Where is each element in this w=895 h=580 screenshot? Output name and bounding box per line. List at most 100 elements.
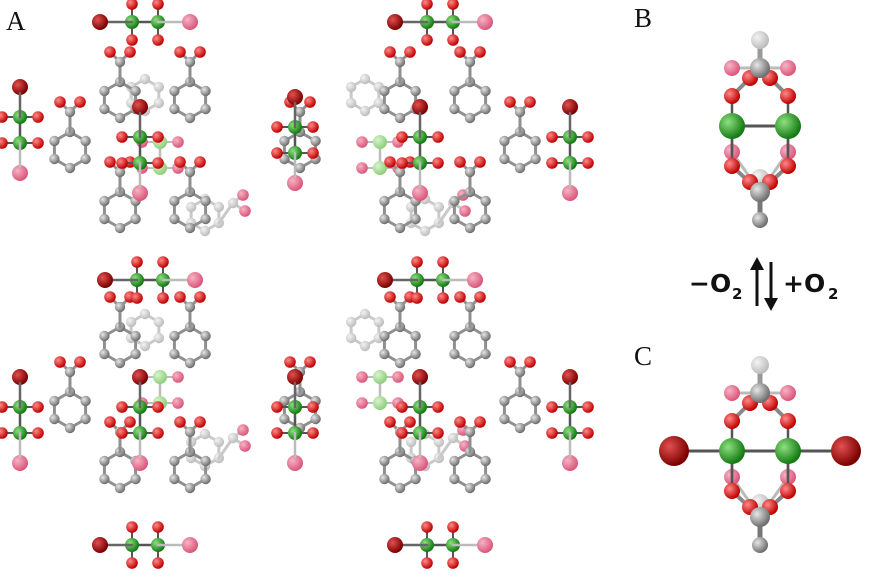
metal-atom xyxy=(775,113,801,139)
panel-label-c: C xyxy=(634,341,652,371)
oxygen-atom xyxy=(504,96,516,108)
panel-label-b: B xyxy=(634,3,652,33)
oxygen-atom xyxy=(194,291,206,303)
oxygen-atom-back xyxy=(780,60,796,76)
oxygen-atom xyxy=(116,131,128,143)
carbon-atom xyxy=(184,56,196,68)
carbon-atom xyxy=(410,473,421,485)
oxygen-atom xyxy=(404,46,416,58)
carbon-atom-back xyxy=(139,340,151,352)
carbon-atom xyxy=(184,112,196,124)
carbon-atom xyxy=(169,103,180,115)
carbon-atom-back xyxy=(153,81,165,93)
oxygen-atom xyxy=(32,427,44,439)
carbon-atom xyxy=(200,348,211,360)
carbon-atom xyxy=(499,413,510,425)
dioxygen-atom xyxy=(387,537,403,553)
metal-atom-back xyxy=(373,396,387,410)
dioxygen-atom xyxy=(132,99,148,115)
carbon-atom xyxy=(200,473,211,485)
dioxygen-atom xyxy=(659,436,689,466)
oxygen-atom-back xyxy=(12,165,28,181)
carbon-atom xyxy=(130,213,141,225)
carbon-atom-back xyxy=(125,316,137,328)
carbon-atom xyxy=(114,166,126,178)
carbon-atom xyxy=(480,195,491,207)
carbon-atom xyxy=(80,153,91,165)
oxygen-atom xyxy=(307,121,319,133)
oxygen-atom xyxy=(104,46,116,58)
oxygen-atom xyxy=(474,156,486,168)
oxygen-atom-back xyxy=(172,397,184,409)
carbon-atom-back xyxy=(185,201,197,213)
oxygen-atom xyxy=(447,0,459,10)
oxygen-atom xyxy=(307,401,319,413)
dioxygen-atom xyxy=(412,369,428,385)
metal-atom xyxy=(719,113,745,139)
carbon-atom xyxy=(49,135,60,147)
carbon-atom xyxy=(394,357,406,369)
carbon-atom xyxy=(99,455,110,467)
oxygen-atom-back xyxy=(12,455,28,471)
carbon-atom xyxy=(480,473,491,485)
carbon-atom-back xyxy=(345,332,357,344)
carbon-atom xyxy=(394,166,406,178)
oxygen-atom-back xyxy=(237,424,249,436)
dioxygen-atom xyxy=(12,79,28,95)
oxygen-atom xyxy=(32,401,44,413)
carbon-atom xyxy=(379,473,390,485)
oxygen-atom xyxy=(157,292,169,304)
carbon-atom xyxy=(464,56,476,68)
carbon-atom-back xyxy=(213,436,225,448)
oxygen-atom xyxy=(396,131,408,143)
oxygen-atom xyxy=(124,46,136,58)
oxygen-atom xyxy=(152,401,164,413)
oxygen-atom xyxy=(304,96,316,108)
carbon-atom xyxy=(279,395,290,407)
oxygen-atom xyxy=(546,157,558,169)
oxygen-atom-back xyxy=(780,385,796,401)
oxygen-atom-back xyxy=(467,272,483,288)
oxygen-atom-back xyxy=(459,205,471,217)
carbon-atom xyxy=(464,301,476,313)
carbon-atom xyxy=(294,106,306,118)
carbon-atom xyxy=(379,213,390,225)
oxygen-atom-back xyxy=(239,440,251,452)
oxygen-atom xyxy=(126,521,138,533)
carbon-atom xyxy=(464,482,476,494)
oxygen-atom-back xyxy=(356,136,368,148)
carbon-atom xyxy=(114,112,126,124)
oxygen-atom xyxy=(32,137,44,149)
dioxygen-atom xyxy=(92,14,108,30)
carbon-atom xyxy=(99,330,110,342)
carbon-atom xyxy=(394,482,406,494)
carbon-atom xyxy=(410,330,421,342)
oxygen-atom-back xyxy=(562,455,578,471)
dioxygen-atom xyxy=(387,14,403,30)
oxygen-atom xyxy=(474,416,486,428)
carbon-atom xyxy=(130,348,141,360)
carbon-atom xyxy=(114,482,126,494)
carbon-atom xyxy=(752,212,768,228)
carbon-atom-back xyxy=(345,316,357,328)
carbon-atom-back xyxy=(153,332,165,344)
oxygen-atom xyxy=(384,416,396,428)
oxygen-atom xyxy=(384,46,396,58)
carbon-atom xyxy=(480,103,491,115)
oxygen-atom xyxy=(396,427,408,439)
oxygen-atom-back xyxy=(356,371,368,383)
oxygen-atom xyxy=(421,521,433,533)
carbon-atom-back xyxy=(359,308,371,320)
oxygen-atom xyxy=(152,557,164,569)
oxygen-atom xyxy=(194,156,206,168)
carbon-atom xyxy=(169,348,180,360)
oxygen-atom xyxy=(174,46,186,58)
oxygen-atom xyxy=(104,291,116,303)
oxygen-atom xyxy=(524,356,536,368)
carbon-atom-back xyxy=(345,81,357,93)
carbon-atom xyxy=(200,213,211,225)
paddlewheel-unit-b xyxy=(719,31,801,228)
oxygen-atom xyxy=(582,401,594,413)
carbon-atom xyxy=(410,85,421,97)
